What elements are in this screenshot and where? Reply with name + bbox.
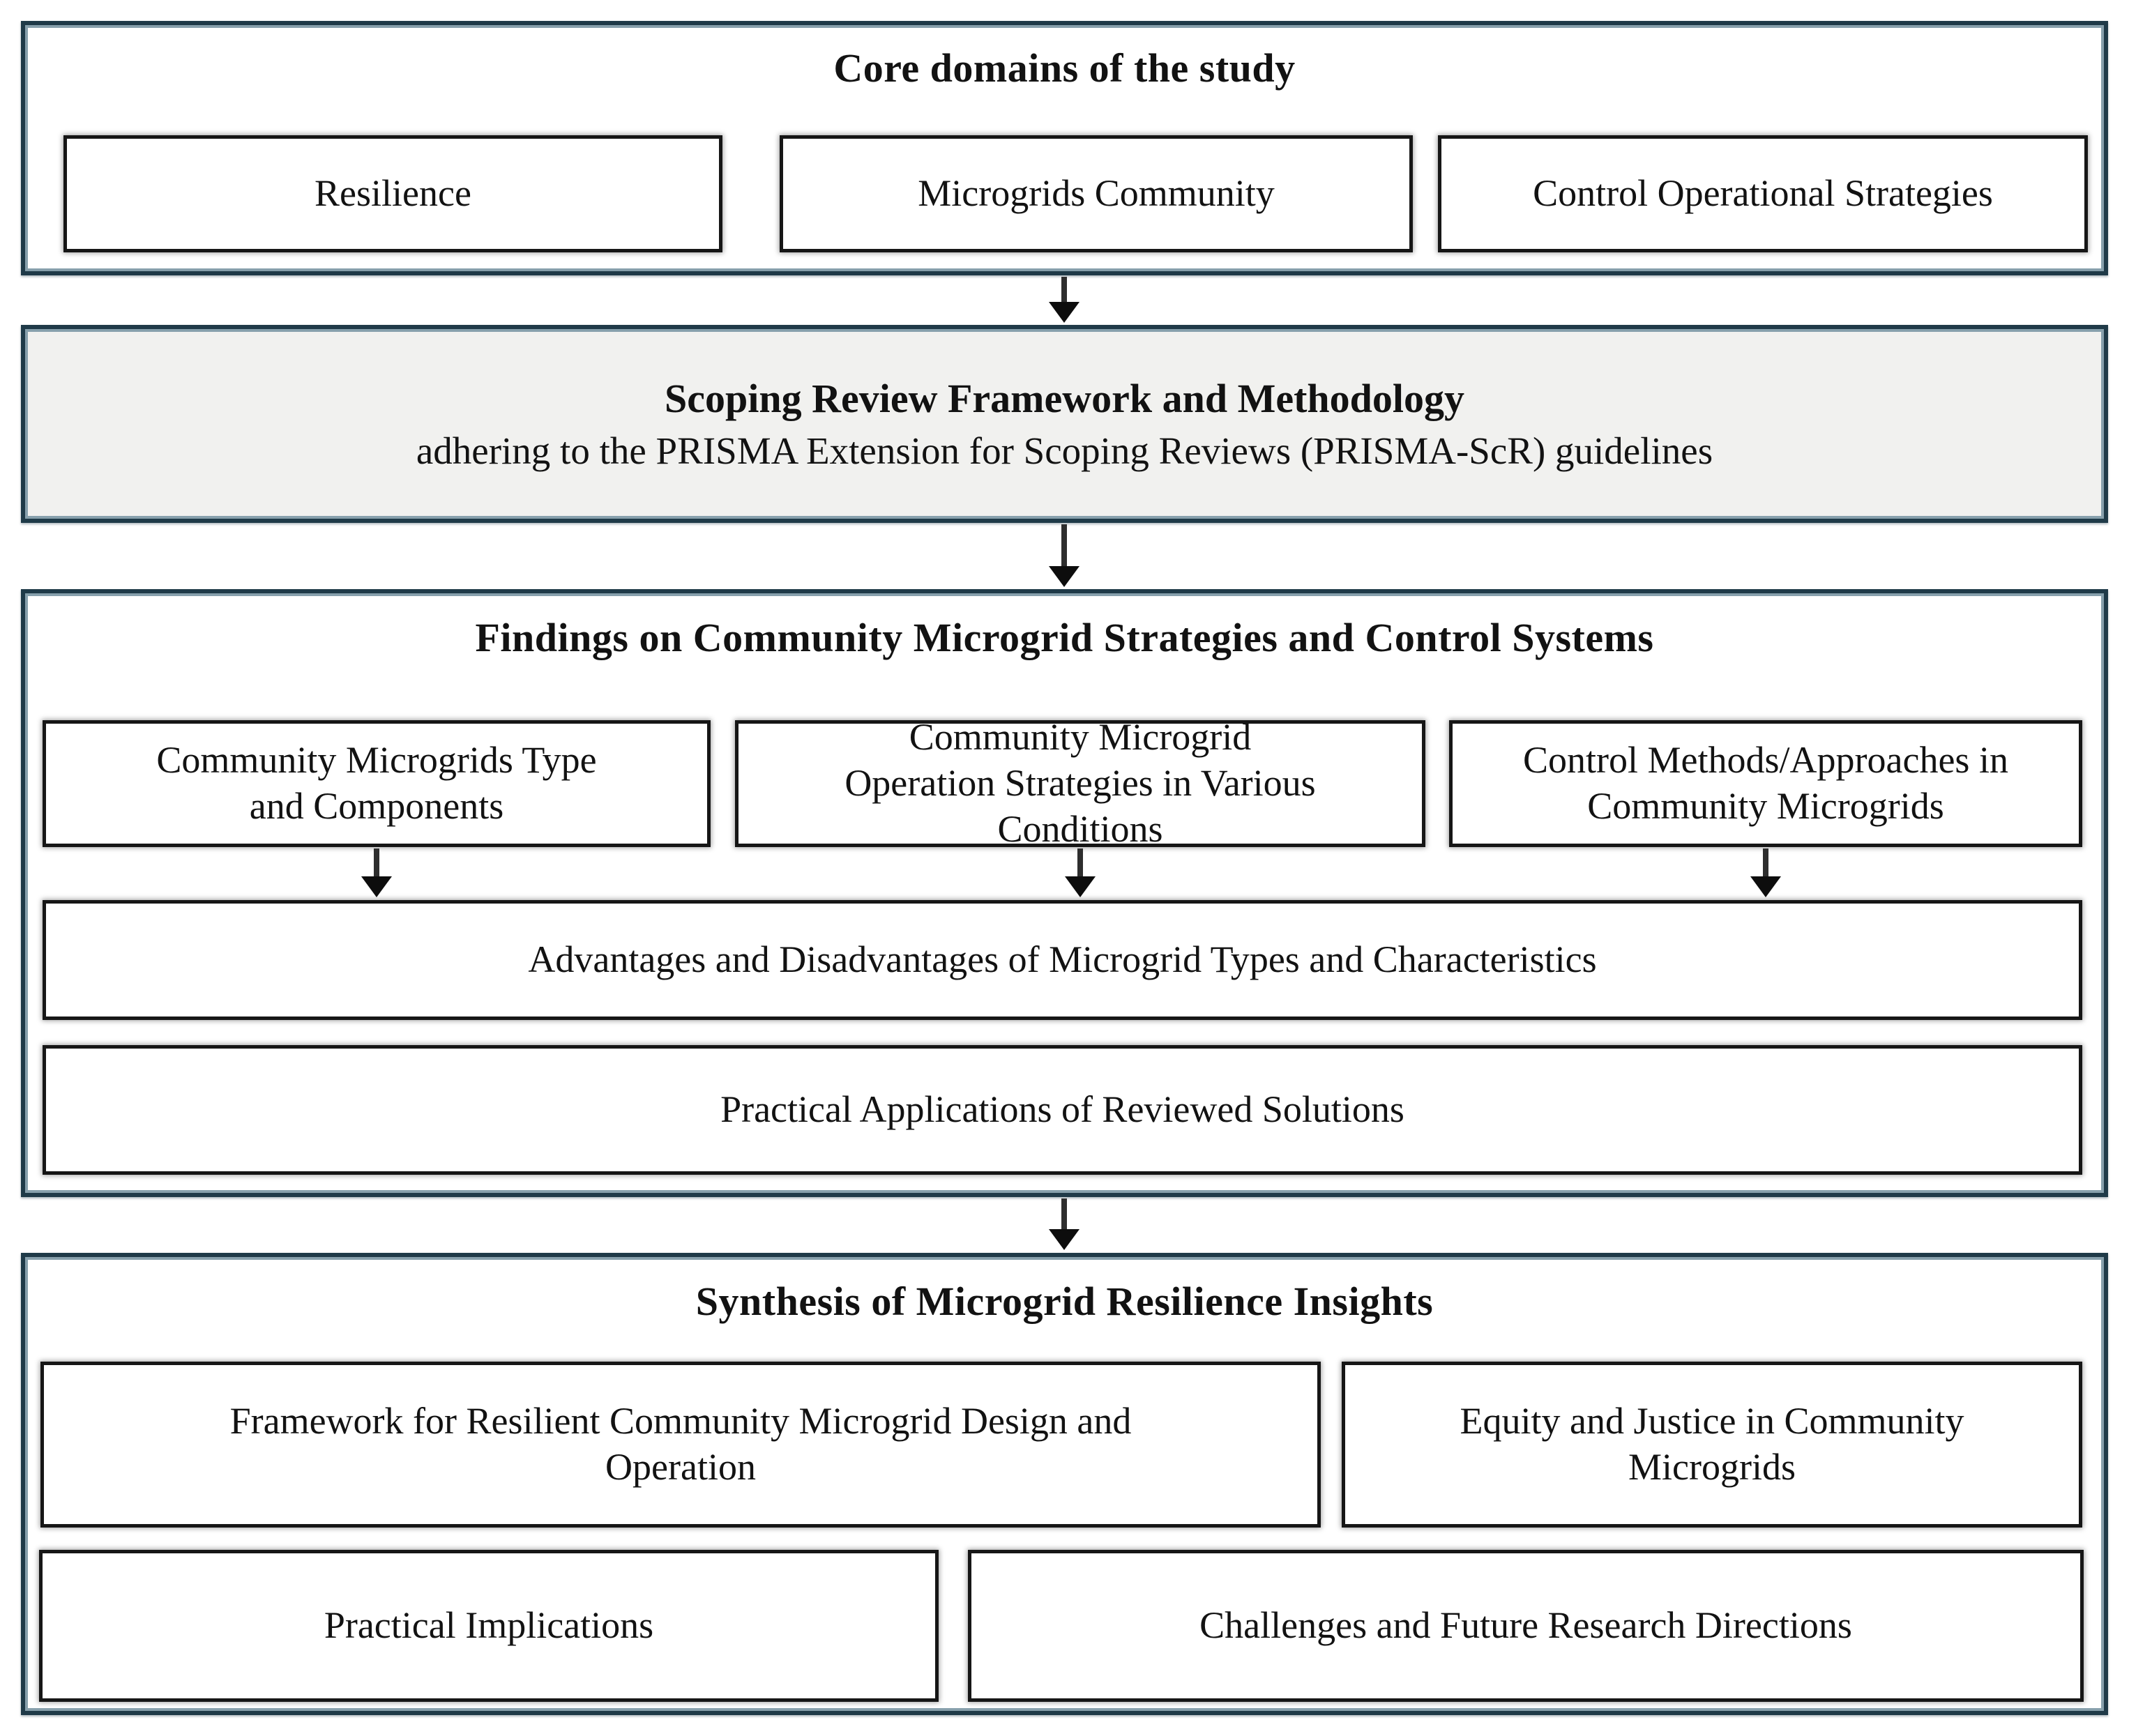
box-practical-implications: Practical Implications <box>39 1550 939 1702</box>
box-resilience: Resilience <box>63 135 722 252</box>
box-operation-strategies: Community Microgrid Operation Strategies… <box>735 716 1425 850</box>
methodology-title: Scoping Review Framework and Methodology <box>664 376 1465 421</box>
arrow-down-icon <box>1049 524 1079 587</box>
arrow-head <box>1065 876 1096 897</box>
box-community-microgrids-type: Community Microgrids Type and Components <box>43 720 711 847</box>
box-resilient-framework: Framework for Resilient Community Microg… <box>40 1362 1321 1528</box>
arrow-head <box>1750 876 1781 897</box>
section-findings: Findings on Community Microgrid Strategi… <box>21 589 2108 1197</box>
arrow-stem <box>1061 524 1067 566</box>
box-challenges-future: Challenges and Future Research Direction… <box>968 1550 2084 1702</box>
arrow-head <box>361 876 392 897</box>
core-domains-title: Core domains of the study <box>833 45 1296 91</box>
section-core-domains: Core domains of the study Resilience Mic… <box>21 21 2108 275</box>
methodology-subtitle: adhering to the PRISMA Extension for Sco… <box>416 429 1713 472</box>
methodology-text-block: Scoping Review Framework and Methodology… <box>25 329 2104 519</box>
synthesis-title: Synthesis of Microgrid Resilience Insigh… <box>695 1279 1434 1324</box>
arrow-head <box>1049 302 1079 323</box>
box-control-methods: Control Methods/Approaches in Community … <box>1449 720 2082 847</box>
arrow-down-icon <box>1065 848 1096 897</box>
arrow-stem <box>374 848 379 876</box>
box-microgrids-community: Microgrids Community <box>780 135 1413 252</box>
findings-title: Findings on Community Microgrid Strategi… <box>475 615 1654 660</box>
arrow-stem <box>1763 848 1768 876</box>
arrow-down-icon <box>1049 1198 1079 1250</box>
arrow-down-icon <box>1750 848 1781 897</box>
arrow-head <box>1049 566 1079 587</box>
arrow-head <box>1049 1229 1079 1250</box>
box-practical-applications: Practical Applications of Reviewed Solut… <box>43 1045 2082 1175</box>
arrow-stem <box>1077 848 1083 876</box>
arrow-down-icon <box>361 848 392 897</box>
arrow-down-icon <box>1049 277 1079 323</box>
section-synthesis: Synthesis of Microgrid Resilience Insigh… <box>21 1253 2108 1715</box>
box-equity-justice: Equity and Justice in Community Microgri… <box>1342 1362 2082 1528</box>
arrow-stem <box>1061 277 1067 302</box>
section-methodology: Scoping Review Framework and Methodology… <box>21 325 2108 523</box>
box-control-operational-strategies: Control Operational Strategies <box>1438 135 2088 252</box>
box-advantages-disadvantages: Advantages and Disadvantages of Microgri… <box>43 900 2082 1020</box>
arrow-stem <box>1061 1198 1067 1229</box>
